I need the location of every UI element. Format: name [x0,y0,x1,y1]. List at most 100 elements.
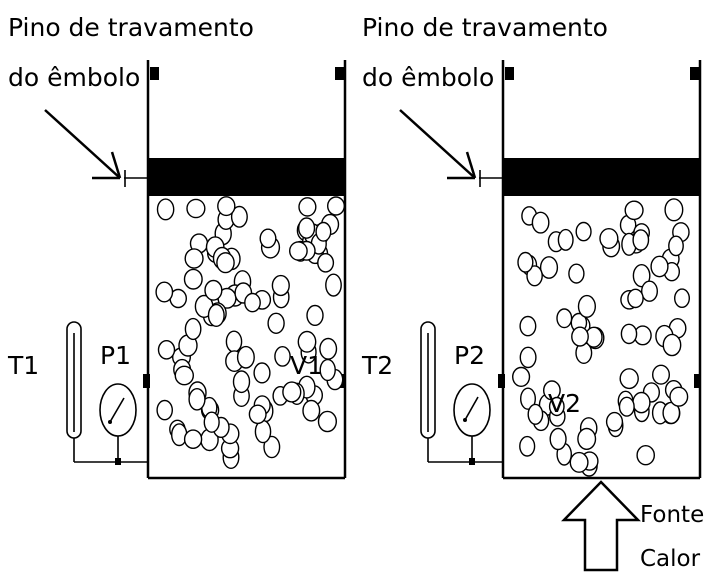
heat-label-line1: Fonte [640,502,704,528]
right-molecule [605,411,624,432]
right-molecule [618,396,635,417]
right-molecule [569,451,589,473]
right-thermometer-label: T2 [361,351,393,380]
left-lower-stop-left [143,374,150,388]
right-lower-stop-left [498,374,505,388]
left-molecule [317,410,337,433]
left-molecule [232,370,251,394]
left-thermometer-label: T1 [7,351,39,380]
left-molecule [186,198,206,219]
left-molecule [315,221,332,242]
right-molecule [652,364,671,385]
right-gauge-label: P2 [454,341,485,370]
right-molecule [632,391,651,414]
left-molecule [236,345,255,369]
left-molecule [267,312,285,334]
right-molecule [668,235,684,257]
left-molecule [183,429,203,450]
left-piston [148,158,346,196]
right-molecule [669,386,689,407]
left-upper-stop-left [150,67,159,80]
right-molecule [641,280,659,302]
right-upper-stop-right [690,67,699,80]
right-molecule [511,366,531,387]
right-molecule [519,435,536,457]
right-volume-label: V2 [548,389,581,418]
left-locking-pin [124,170,148,187]
left-molecule [217,196,236,217]
right-connection-line [427,436,503,465]
left-thermometer [66,321,82,439]
right-molecule [650,255,669,278]
right-molecule [575,221,592,242]
right-molecule [568,263,585,284]
right-molecule [519,346,537,369]
left-upper-stop-right [335,67,344,80]
left-pin-arrow [44,109,122,180]
left-molecule [225,330,243,353]
left-molecule [244,292,261,313]
left-molecule [297,330,317,353]
left-molecule [157,339,176,360]
left-molecule [271,274,290,297]
right-molecule [548,396,565,417]
right-molecule [632,229,650,251]
left-molecule [317,252,335,273]
left-molecule [259,228,277,249]
left-molecule [156,198,175,221]
right-pin-label-line2: do êmbolo [362,63,494,92]
right-molecule [531,211,550,234]
left-molecule [184,317,202,341]
left-molecule [298,197,317,217]
right-molecule [619,368,639,390]
right-molecule [520,387,537,410]
left-molecule [174,365,195,386]
left-connection-line [73,436,148,465]
right-lower-stop-right [694,374,701,388]
right-piston [503,158,701,196]
left-molecule [306,304,324,326]
left-pin-label-line1: Pino de travamento [8,13,254,42]
right-thermometer [420,321,436,439]
left-gauge-label: P1 [100,341,131,370]
left-gas-molecules [155,196,346,469]
right-molecule [674,288,691,309]
left-molecule [248,404,267,425]
left-molecule [188,387,206,411]
right-molecule [664,198,684,222]
right-molecule [517,251,534,273]
left-molecule [298,217,316,239]
left-pin-label-line2: do êmbolo [8,63,140,92]
left-molecule [282,381,302,403]
left-molecule [274,345,291,367]
right-molecule [599,227,619,249]
left-molecule [230,205,248,228]
right-molecule [662,333,682,357]
right-molecule [577,427,597,450]
left-molecule [155,281,174,303]
right-pin-label-line1: Pino de travamento [362,13,608,42]
left-molecule [263,435,281,459]
left-molecule [216,252,235,274]
right-molecule [636,445,656,466]
right-molecule [632,264,651,288]
left-pressure-gauge [99,383,137,437]
left-molecule [204,279,223,301]
right-molecule [526,265,543,287]
right-pressure-gauge [453,383,491,437]
right-molecule [539,256,559,279]
right-molecule [557,228,574,251]
right-molecule [527,403,544,425]
right-molecule [620,323,638,345]
left-molecule [288,241,308,261]
right-pin-arrow [399,109,477,180]
right-molecule [627,288,644,309]
left-molecule [253,362,271,384]
left-molecule [319,358,336,382]
right-upper-stop-left [505,67,514,80]
left-molecule [184,248,204,269]
left-molecule [203,411,220,433]
right-molecule [577,294,596,318]
right-molecule [549,427,567,451]
